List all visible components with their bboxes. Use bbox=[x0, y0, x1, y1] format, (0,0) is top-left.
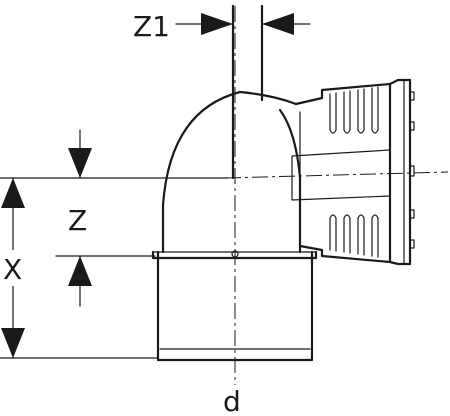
rib bbox=[343, 90, 351, 134]
x-arrow-bottom bbox=[1, 328, 25, 358]
rib bbox=[357, 214, 365, 256]
ribs-upper bbox=[329, 86, 379, 134]
elbow-outer-curve bbox=[161, 90, 242, 254]
flange-tabs bbox=[409, 91, 415, 249]
elbow-inner-curve bbox=[278, 108, 302, 254]
z1-arrow-left bbox=[201, 13, 233, 35]
flange-tab bbox=[409, 121, 415, 131]
x-arrow-top bbox=[1, 178, 25, 208]
ribs-lower bbox=[329, 214, 379, 258]
flange-tab bbox=[409, 209, 415, 219]
socket-body bbox=[156, 250, 314, 362]
horizontal-center-line bbox=[224, 171, 449, 179]
dimension-x: X bbox=[0, 177, 159, 359]
x-label: X bbox=[3, 253, 22, 286]
z-arrow-bottom bbox=[68, 256, 92, 286]
right-socket-body bbox=[294, 82, 392, 264]
flange-tab bbox=[409, 91, 415, 101]
rib bbox=[343, 214, 351, 254]
d-label: d bbox=[223, 385, 241, 416]
bottom-socket bbox=[151, 250, 318, 362]
z1-arrow-right bbox=[262, 13, 294, 35]
rib bbox=[329, 214, 337, 252]
x-label-bg bbox=[2, 250, 26, 286]
z-label: Z bbox=[68, 204, 87, 237]
z-arrow-top bbox=[68, 148, 92, 178]
center-lines bbox=[224, 6, 449, 385]
elbow-top-edge bbox=[238, 90, 298, 106]
rib bbox=[329, 92, 337, 134]
z1-label: Z1 bbox=[133, 10, 170, 43]
rib bbox=[371, 214, 379, 258]
rib bbox=[371, 86, 379, 134]
rib bbox=[357, 88, 365, 134]
socket-collar bbox=[151, 250, 318, 260]
right-socket-flange bbox=[388, 78, 412, 266]
socket-center-plate bbox=[291, 149, 391, 201]
dimension-z: Z bbox=[55, 129, 229, 307]
center-node bbox=[231, 250, 239, 258]
flange-tab bbox=[409, 165, 415, 177]
flange-tab bbox=[409, 239, 415, 249]
elbow-body bbox=[161, 4, 302, 254]
dimension-z1: Z1 bbox=[133, 10, 311, 43]
right-socket bbox=[291, 78, 415, 266]
